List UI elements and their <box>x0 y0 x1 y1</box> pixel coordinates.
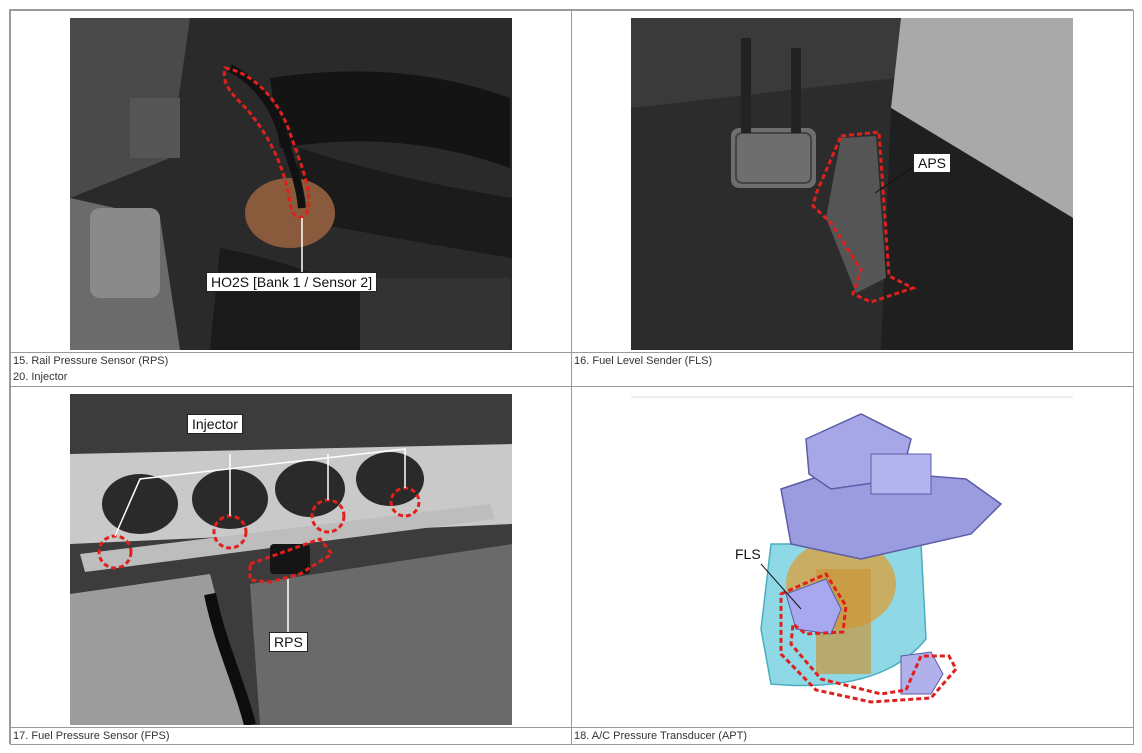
rps-highlight <box>248 537 335 584</box>
panel-2-photo: APS <box>631 18 1073 350</box>
panel-2-caption-line-1: 16. Fuel Level Sender (FLS) <box>574 355 713 367</box>
panel-3-caption-cell: 17. Fuel Pressure Sensor (FPS) <box>10 727 572 745</box>
panel-1-photo: HO2S [Bank 1 / Sensor 2] <box>70 18 512 350</box>
ho2s-highlight <box>222 66 311 219</box>
panel-3-photo: Injector RPS <box>70 394 512 725</box>
panel-3-image-cell: Injector RPS <box>10 386 572 728</box>
panel-1-caption-line-1: 15. Rail Pressure Sensor (RPS) <box>13 355 169 367</box>
injector-callout: Injector <box>187 414 243 434</box>
panel-4-image-cell: FLS <box>571 386 1134 728</box>
panel-1-caption-cell: 15. Rail Pressure Sensor (RPS) 20. Injec… <box>10 352 572 387</box>
panel-4-caption-cell: 18. A/C Pressure Transducer (APT) <box>571 727 1134 745</box>
rps-callout: RPS <box>269 632 308 652</box>
panel-1-caption-line-2: 20. Injector <box>13 371 68 383</box>
panel-2-caption-cell: 16. Fuel Level Sender (FLS) <box>571 352 1134 387</box>
aps-callout: APS <box>913 153 952 173</box>
panel-3-caption-line-1: 17. Fuel Pressure Sensor (FPS) <box>13 730 170 742</box>
fls-callout: FLS <box>735 546 761 562</box>
fls-highlight <box>779 572 958 704</box>
figure-table: HO2S [Bank 1 / Sensor 2] APS 15. Rail Pr… <box>9 9 1134 745</box>
panel-4-photo: FLS <box>631 394 1073 725</box>
panel-1-image-cell: HO2S [Bank 1 / Sensor 2] <box>10 10 572 353</box>
aps-highlight <box>811 130 917 304</box>
panel-2-image-cell: APS <box>571 10 1134 353</box>
ho2s-callout: HO2S [Bank 1 / Sensor 2] <box>206 272 378 292</box>
panel-4-caption-line-1: 18. A/C Pressure Transducer (APT) <box>574 730 748 742</box>
